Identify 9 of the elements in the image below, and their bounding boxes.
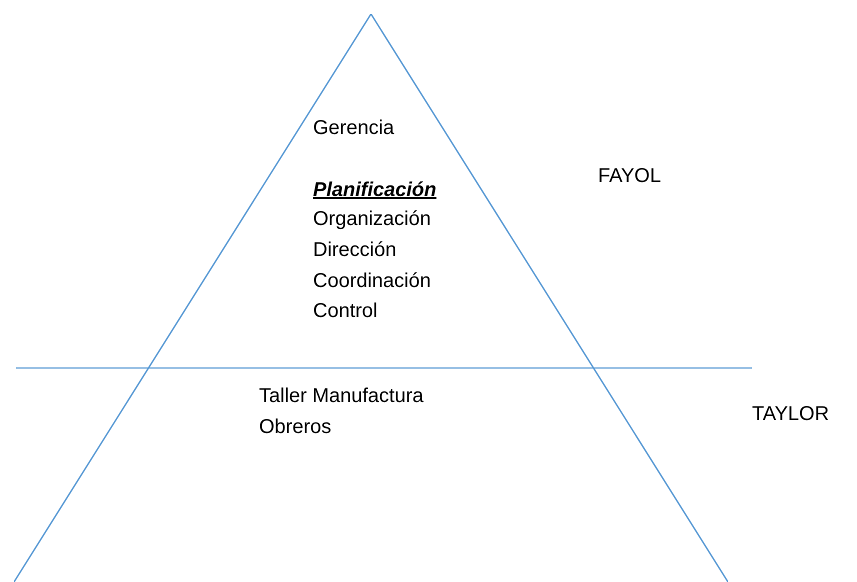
function-item: Dirección: [313, 238, 396, 263]
level-text: Taller Manufactura Obreros: [259, 384, 425, 440]
function-item: Planificación: [313, 178, 436, 203]
level-heading: Gerencia: [313, 116, 394, 141]
theorist-label: FAYOL: [598, 164, 661, 188]
theorist-label: TAYLOR: [752, 402, 830, 426]
function-item: Organización: [313, 207, 431, 232]
function-item: Coordinación: [313, 269, 431, 294]
function-item: Control: [313, 299, 378, 324]
